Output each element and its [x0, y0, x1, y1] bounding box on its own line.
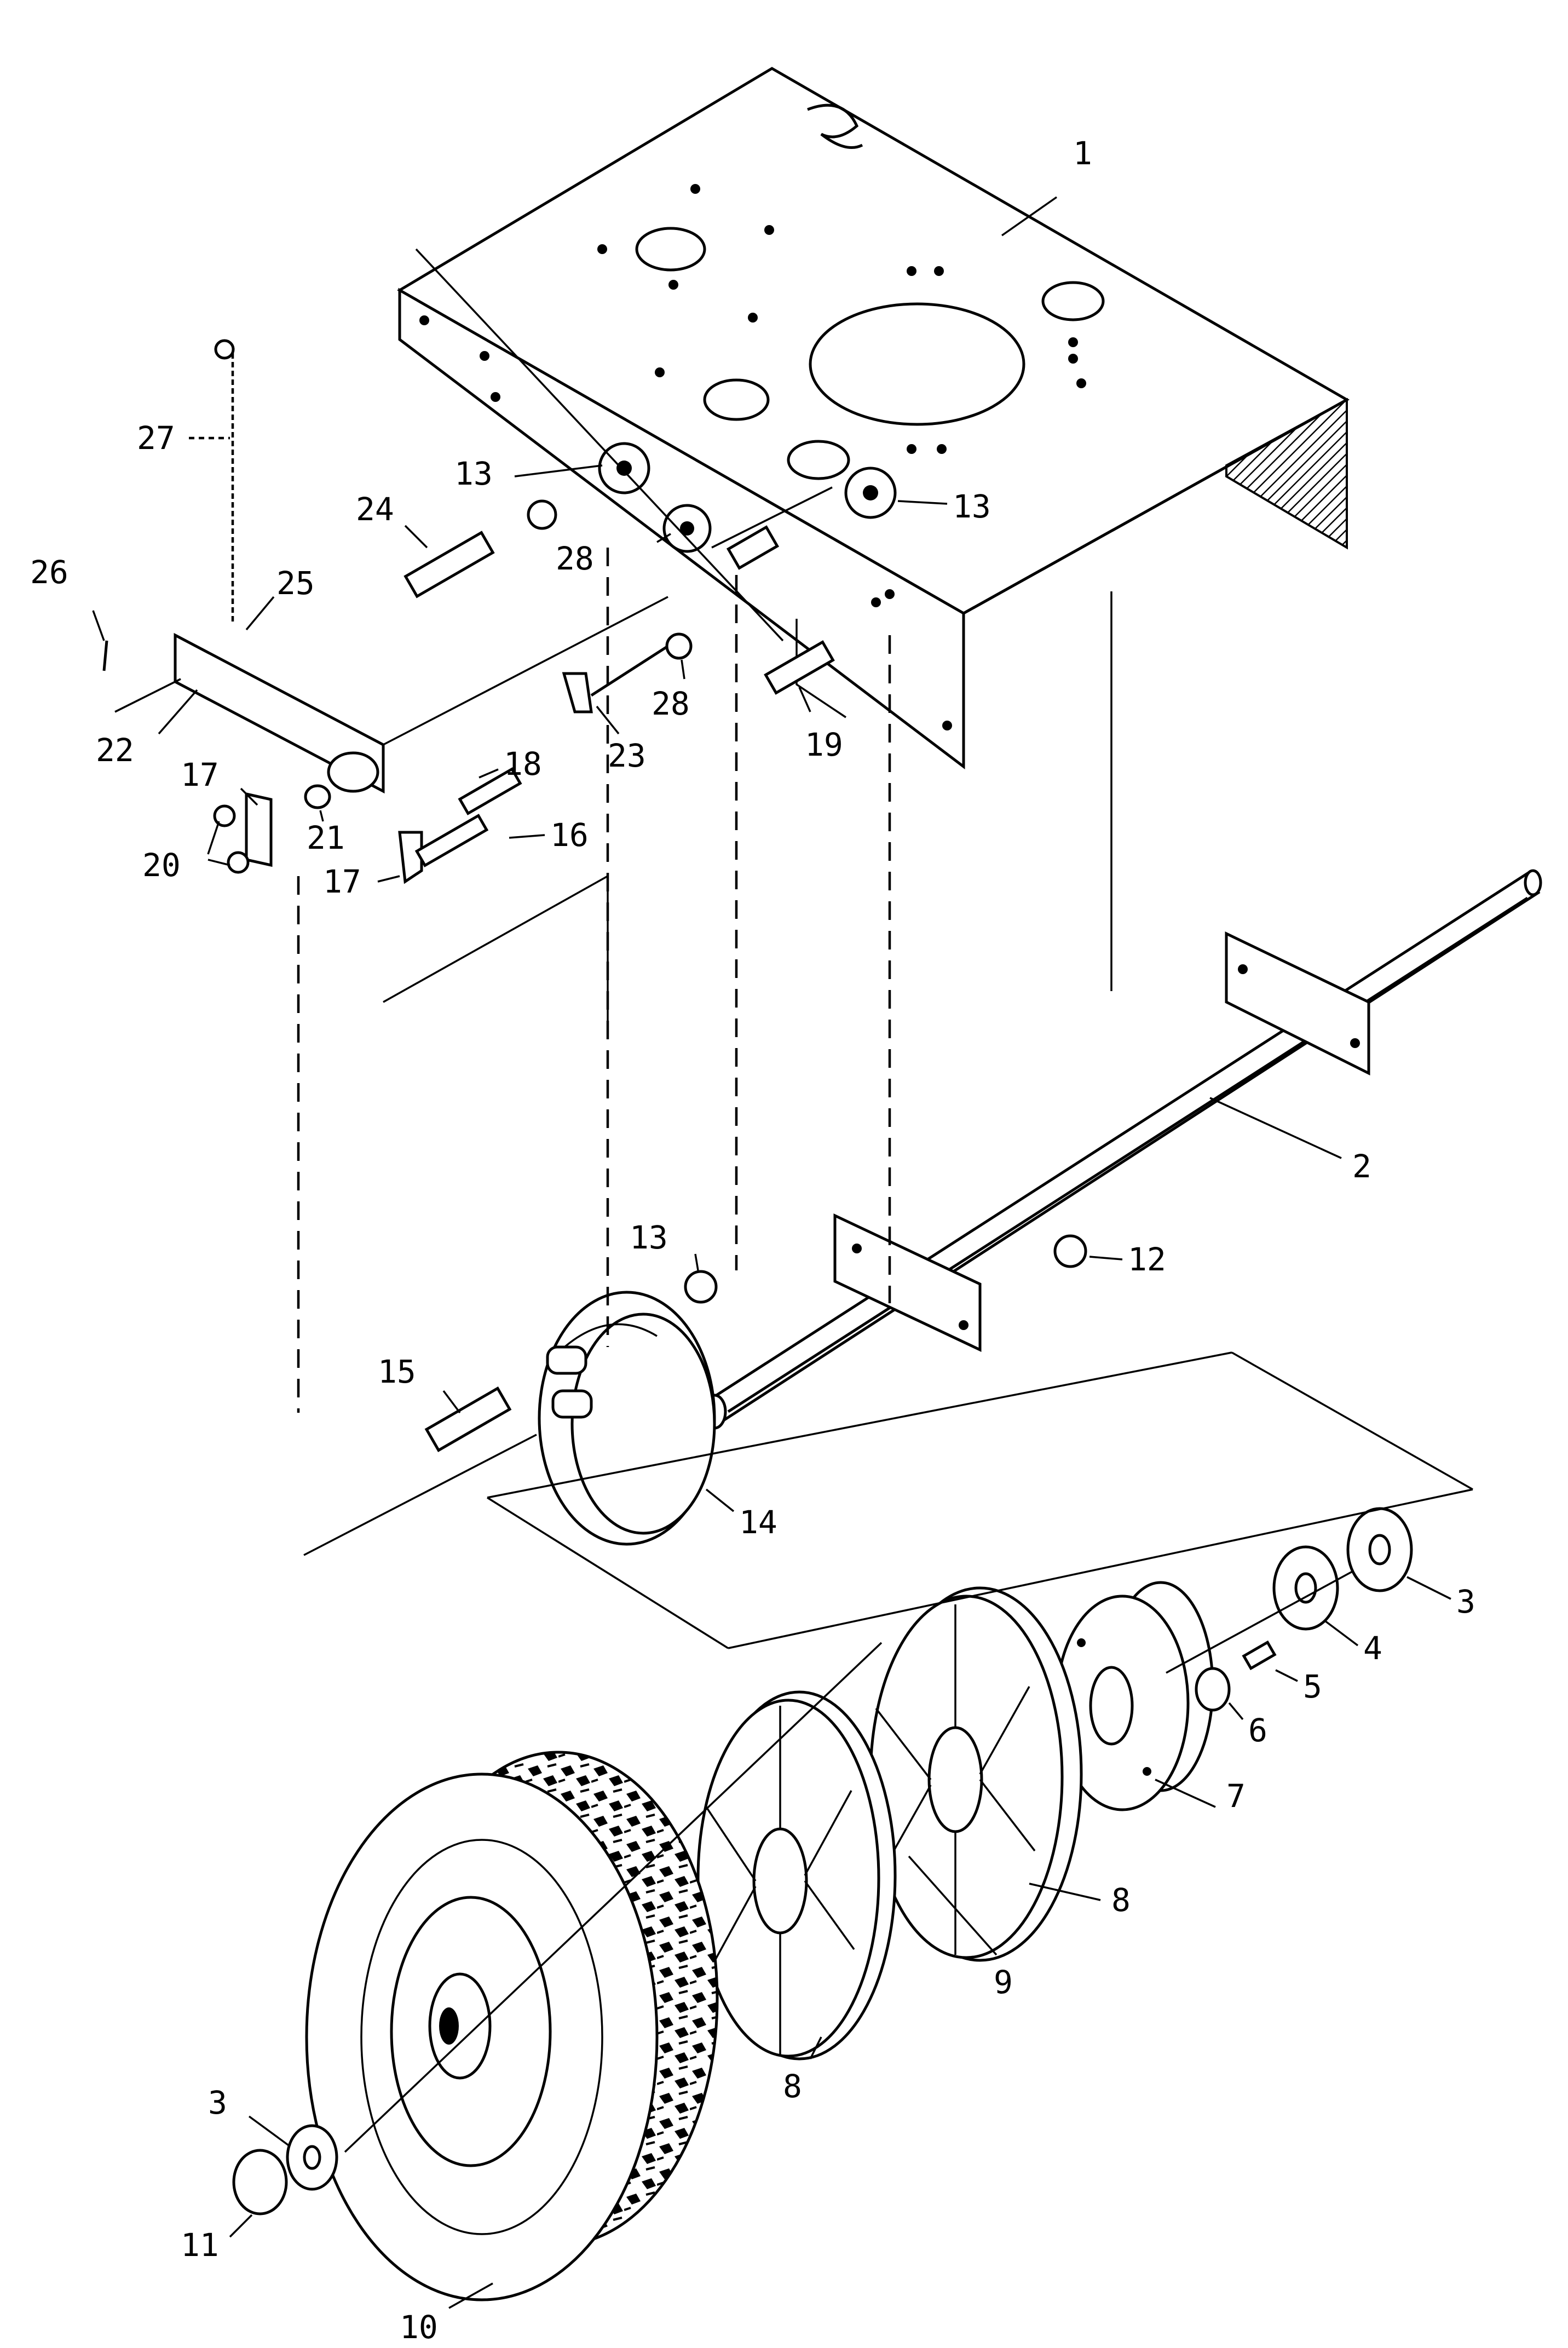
tire	[305, 1751, 719, 2301]
rim-half-front	[696, 1690, 897, 2061]
callout-28-lower: 28	[652, 685, 690, 722]
callout-6: 6	[1248, 1712, 1267, 1749]
callout-17-upper: 17	[181, 756, 219, 793]
nuts	[527, 499, 1087, 1304]
brake-rod	[214, 339, 235, 624]
callout-13-right: 13	[953, 488, 991, 525]
callout-1: 1	[1073, 135, 1092, 172]
callout-16: 16	[550, 816, 589, 854]
callout-20: 20	[142, 847, 181, 884]
cap-11	[232, 2149, 288, 2215]
callout-26: 26	[30, 554, 68, 591]
callout-24: 24	[356, 491, 394, 528]
pivot-bracket	[213, 792, 273, 874]
callout-21: 21	[307, 819, 345, 856]
callout-13-lower: 13	[630, 1219, 668, 1256]
callout-28-upper: 28	[556, 540, 594, 577]
callout-14: 14	[739, 1504, 777, 1541]
bolt-5	[1242, 1640, 1277, 1671]
rim-half-rear	[869, 1586, 1083, 1962]
callout-15: 15	[378, 1353, 416, 1390]
callout-5: 5	[1303, 1668, 1322, 1705]
sprocket-28	[662, 504, 712, 553]
callout-18: 18	[504, 745, 542, 782]
callout-17-lower: 17	[323, 863, 361, 900]
callout-4: 4	[1363, 1630, 1382, 1667]
callout-10: 10	[400, 2309, 438, 2346]
callout-22: 22	[96, 732, 134, 769]
callout-7: 7	[1226, 1777, 1246, 1815]
link-17	[398, 831, 423, 884]
callout-11: 11	[181, 2226, 219, 2264]
callout-9: 9	[994, 1964, 1013, 2001]
callout-8-front: 8	[783, 2068, 802, 2105]
leader-lines	[114, 248, 1473, 2153]
callout-27: 27	[137, 419, 175, 457]
callout-8-rear: 8	[1111, 1881, 1131, 1919]
callout-19: 19	[805, 726, 843, 763]
callout-25: 25	[276, 565, 315, 602]
sprocket-13-upper	[598, 442, 650, 494]
sprocket-13-right	[844, 467, 897, 519]
brake-band	[538, 1291, 716, 1546]
nut-6	[1195, 1667, 1231, 1712]
callout-3-right: 3	[1456, 1583, 1475, 1620]
brake-lever	[174, 632, 385, 809]
axle-tube	[702, 869, 1542, 1430]
washer-4	[1272, 1545, 1339, 1631]
washer-3-right	[1346, 1507, 1413, 1592]
callout-2: 2	[1352, 1148, 1371, 1185]
bolts-set	[403, 525, 835, 1452]
callout-3-left: 3	[208, 2084, 227, 2121]
callout-12: 12	[1128, 1241, 1166, 1278]
callout-23: 23	[608, 737, 646, 774]
callout-13-upper: 13	[454, 455, 493, 492]
hub	[1055, 1581, 1214, 1811]
callouts: 1 2 3 3 4 5 6 7 8 8 9 10 11 12 13 13 13	[30, 135, 1475, 2346]
washer-3-left	[286, 2124, 338, 2191]
